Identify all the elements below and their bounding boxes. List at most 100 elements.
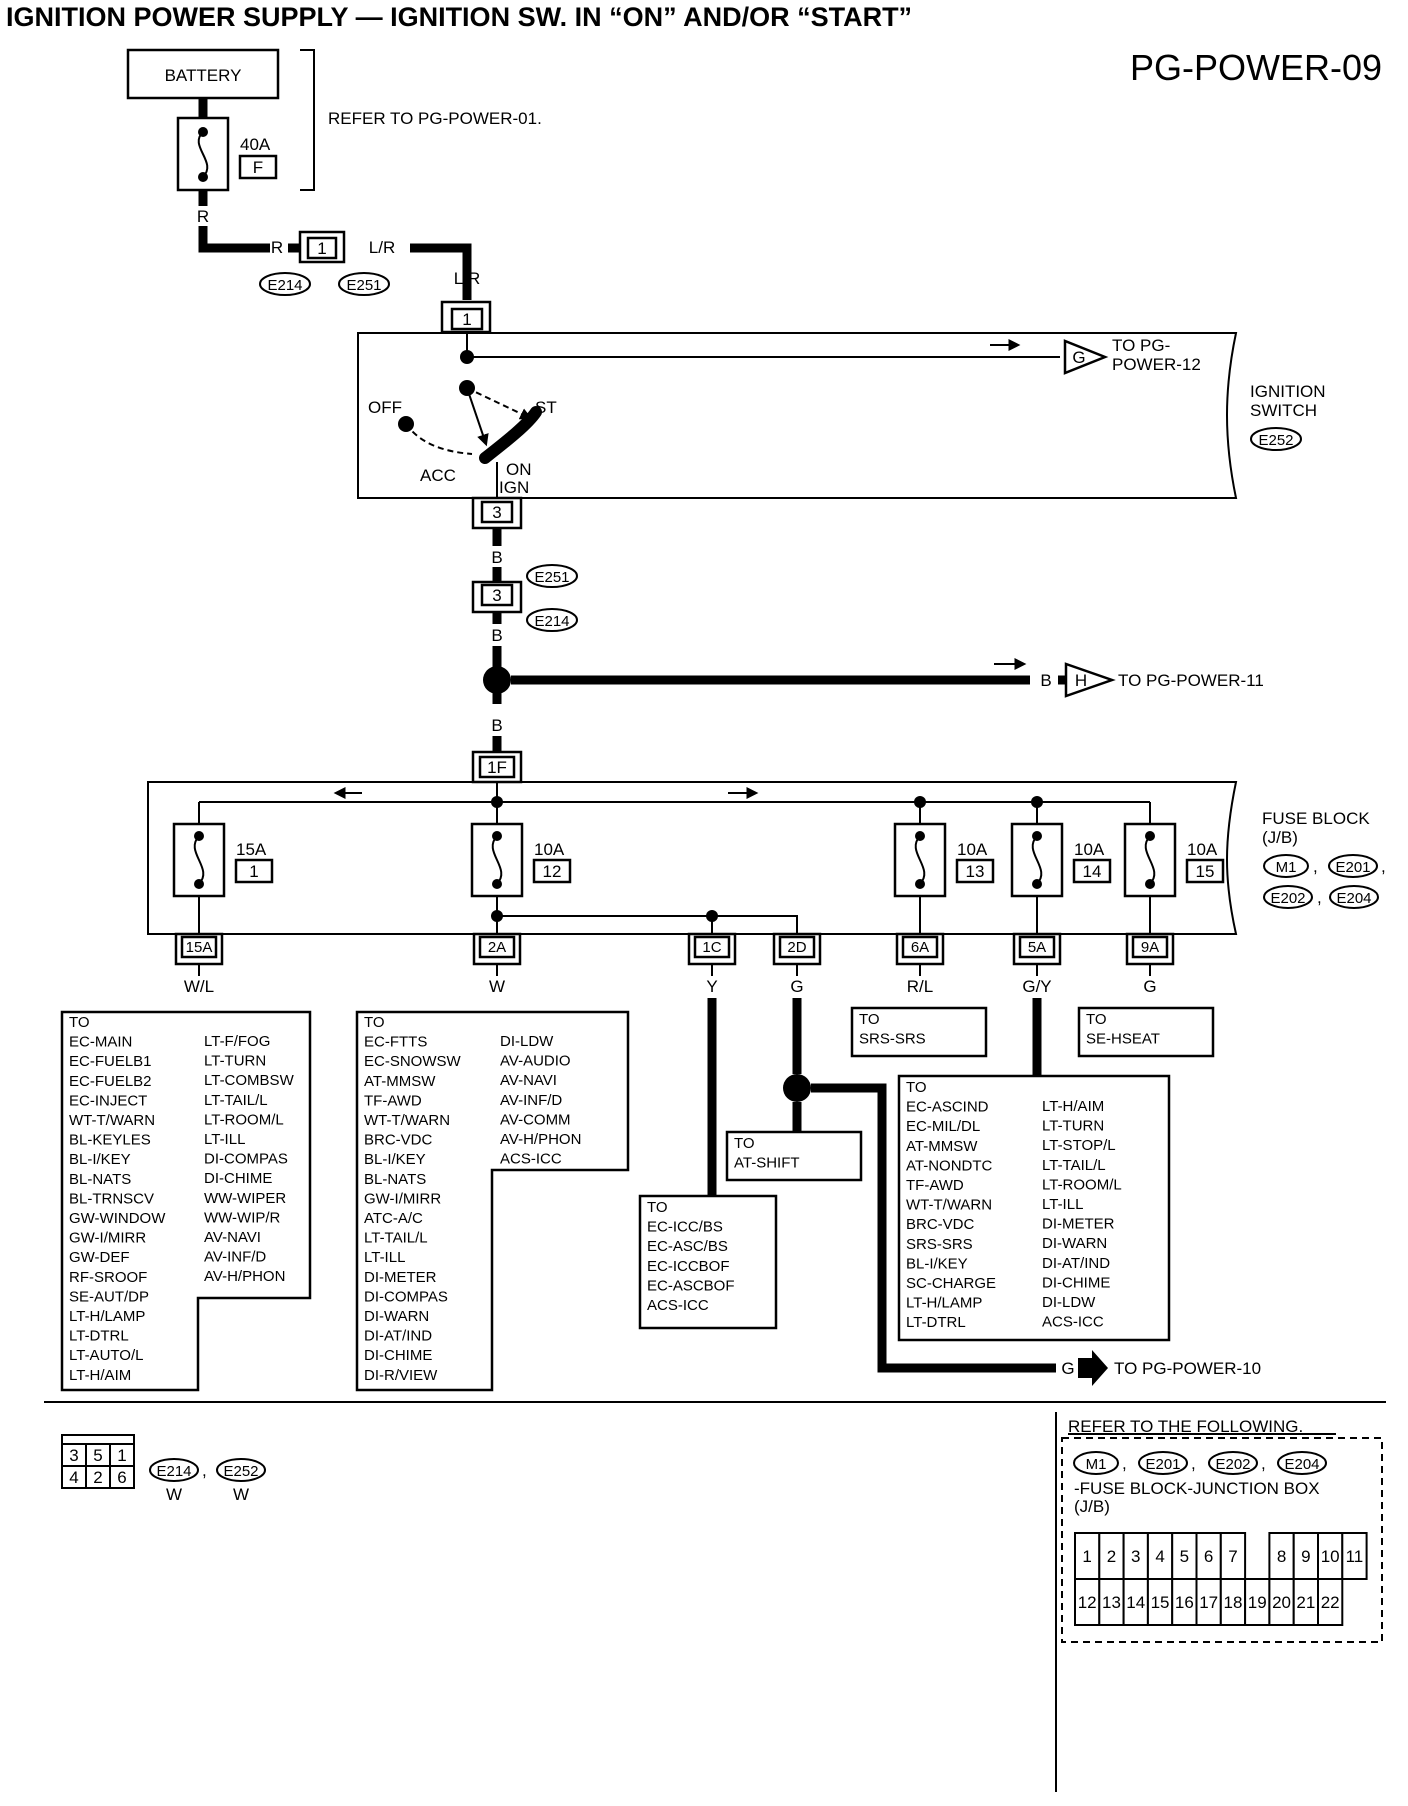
ign-input-pin: 1 bbox=[462, 310, 471, 329]
jb-cavity bbox=[1122, 1578, 1149, 1626]
dest-item: LT-TAIL/L bbox=[1042, 1157, 1106, 1174]
jb-pin-number: 15 bbox=[1151, 1593, 1170, 1612]
connector-pin-number: 4 bbox=[69, 1468, 78, 1487]
dest-item: EC-FUELB2 bbox=[69, 1073, 152, 1090]
dest-item: TF-AWD bbox=[906, 1177, 964, 1194]
ign-out-marker-g: G bbox=[1072, 348, 1085, 367]
dest-item: LT-H/AIM bbox=[69, 1367, 131, 1384]
dest-item: WW-WIP/R bbox=[204, 1209, 281, 1226]
dest-item: SE-HSEAT bbox=[1086, 1031, 1160, 1048]
dest-item: DI-WARN bbox=[1042, 1235, 1107, 1252]
jb-pin-number: 20 bbox=[1272, 1593, 1291, 1612]
dest-item: SC-CHARGE bbox=[906, 1275, 996, 1292]
dest-item: LT-AUTO/L bbox=[69, 1347, 143, 1364]
jb-pin-number: 1 bbox=[1082, 1547, 1091, 1566]
ign-pos-acc: ACC bbox=[420, 466, 456, 485]
fuse-12-number: 12 bbox=[543, 862, 562, 881]
dest-item: GW-DEF bbox=[69, 1249, 130, 1266]
out-wire-g: G bbox=[790, 977, 803, 996]
fuse-14-rating: 10A bbox=[1074, 840, 1105, 859]
jb-pin-number: 19 bbox=[1248, 1593, 1267, 1612]
dest-item: LT-TAIL/L bbox=[204, 1092, 268, 1109]
wire-color-lr-right: L/R bbox=[369, 238, 395, 257]
dest-item: LT-ROOM/L bbox=[204, 1111, 284, 1128]
dest-item: EC-MIL/DL bbox=[906, 1118, 980, 1135]
jb-pin-number: 21 bbox=[1296, 1593, 1315, 1612]
dest-item: BL-I/KEY bbox=[906, 1255, 968, 1272]
dest-item: BRC-VDC bbox=[906, 1216, 975, 1233]
dest-item: GW-I/MIRR bbox=[364, 1190, 441, 1207]
wire-color-b-3: B bbox=[491, 716, 502, 735]
dest-item: BL-NATS bbox=[69, 1171, 131, 1188]
dest-item: TO bbox=[69, 1014, 90, 1031]
fuse-14-number: 14 bbox=[1083, 862, 1102, 881]
ign-switch-name-1: IGNITION bbox=[1250, 382, 1326, 401]
dest-item: BL-TRNSCV bbox=[69, 1190, 154, 1207]
dest-item: LT-ILL bbox=[1042, 1196, 1083, 1213]
dest-item: DI-AT/IND bbox=[1042, 1255, 1110, 1272]
dest-item: TO bbox=[1086, 1011, 1107, 1028]
fb-connector-m1: M1 bbox=[1276, 859, 1297, 876]
dest-item: BL-I/KEY bbox=[364, 1151, 426, 1168]
dest-item: AV-H/PHON bbox=[500, 1131, 581, 1148]
dest-item: BL-I/KEY bbox=[69, 1151, 131, 1168]
dest-item: SRS-SRS bbox=[906, 1236, 973, 1253]
ignition-switch: 1 G TO PG- POWER-12 OFF ST ACC ON IGN IG… bbox=[357, 300, 1326, 530]
fuse-1-rating: 15A bbox=[236, 840, 267, 859]
connector-e252-label: E252 bbox=[1258, 432, 1293, 449]
jb-pin-number: 3 bbox=[1131, 1547, 1140, 1566]
refer-connector-e202: E202 bbox=[1215, 1456, 1250, 1473]
dest-item: AV-AUDIO bbox=[500, 1053, 571, 1070]
dest-list-hseat: TO SE-HSEAT bbox=[1086, 1011, 1160, 1048]
ign-pos-st: ST bbox=[535, 398, 557, 417]
svg-text:,: , bbox=[1261, 1454, 1266, 1473]
dest-item: ACS-ICC bbox=[647, 1297, 709, 1314]
dest-item: LT-TURN bbox=[1042, 1118, 1104, 1135]
jb-pin-number: 22 bbox=[1321, 1593, 1340, 1612]
b-wire-section: B E251 3 E214 B B H TO PG-POWER-11 B bbox=[471, 528, 1264, 752]
fuse-12-rating: 10A bbox=[534, 840, 565, 859]
h-destination: TO PG-POWER-11 bbox=[1118, 671, 1264, 690]
battery-label: BATTERY bbox=[165, 66, 242, 85]
connector-pin-number: 2 bbox=[93, 1468, 102, 1487]
jb-pin-number: 10 bbox=[1321, 1547, 1340, 1566]
connector-e251-label: E251 bbox=[346, 277, 381, 294]
dest-item: TO bbox=[859, 1011, 880, 1028]
fuse-15-number: 15 bbox=[1196, 862, 1215, 881]
fb-connector-e202: E202 bbox=[1270, 890, 1305, 907]
dest-item: EC-ASCIND bbox=[906, 1099, 989, 1116]
dest-item: DI-COMPAS bbox=[204, 1151, 288, 1168]
dest-item: EC-FTTS bbox=[364, 1034, 427, 1051]
h-marker: H bbox=[1075, 671, 1087, 690]
dest-item: DI-CHIME bbox=[364, 1347, 432, 1364]
page-id: PG-POWER-09 bbox=[1130, 47, 1382, 88]
dest-item: EC-ASC/BS bbox=[647, 1238, 728, 1255]
connector-pin-number: 5 bbox=[93, 1446, 102, 1465]
svg-text:,: , bbox=[1191, 1454, 1196, 1473]
dest-item: LT-ILL bbox=[364, 1249, 405, 1266]
out-wire-rl: R/L bbox=[907, 977, 933, 996]
jb-pin-number: 2 bbox=[1107, 1547, 1116, 1566]
dest-item: WT-T/WARN bbox=[906, 1197, 992, 1214]
svg-text:,: , bbox=[1317, 888, 1322, 907]
dest-list-y: TOEC-ICC/BSEC-ASC/BSEC-ICCBOFEC-ASCBOFAC… bbox=[647, 1199, 735, 1314]
refer-connector-e201: E201 bbox=[1145, 1456, 1180, 1473]
refer-box: REFER TO THE FOLLOWING. M1 , E201 , E202… bbox=[1055, 1412, 1383, 1792]
jb-cavity bbox=[1341, 1532, 1368, 1580]
dest-item: SE-AUT/DP bbox=[69, 1288, 149, 1305]
jb-cavity bbox=[1219, 1532, 1247, 1580]
cf-color-2: W bbox=[233, 1485, 249, 1504]
jb-pin-number: 18 bbox=[1223, 1593, 1242, 1612]
ign-output-pin: 3 bbox=[492, 503, 501, 522]
svg-text:,: , bbox=[1313, 857, 1318, 876]
dest-list-gy: TOEC-ASCINDEC-MIL/DLAT-MMSWAT-NONDTCTF-A… bbox=[906, 1079, 1122, 1331]
dest-item: AV-NAVI bbox=[204, 1229, 261, 1246]
ign-switch-name-2: SWITCH bbox=[1250, 401, 1317, 420]
jb-cavity bbox=[1268, 1578, 1295, 1626]
out-wire-y: Y bbox=[706, 977, 717, 996]
ign-pos-ign: IGN bbox=[499, 478, 529, 497]
svg-text:,: , bbox=[1381, 857, 1386, 876]
